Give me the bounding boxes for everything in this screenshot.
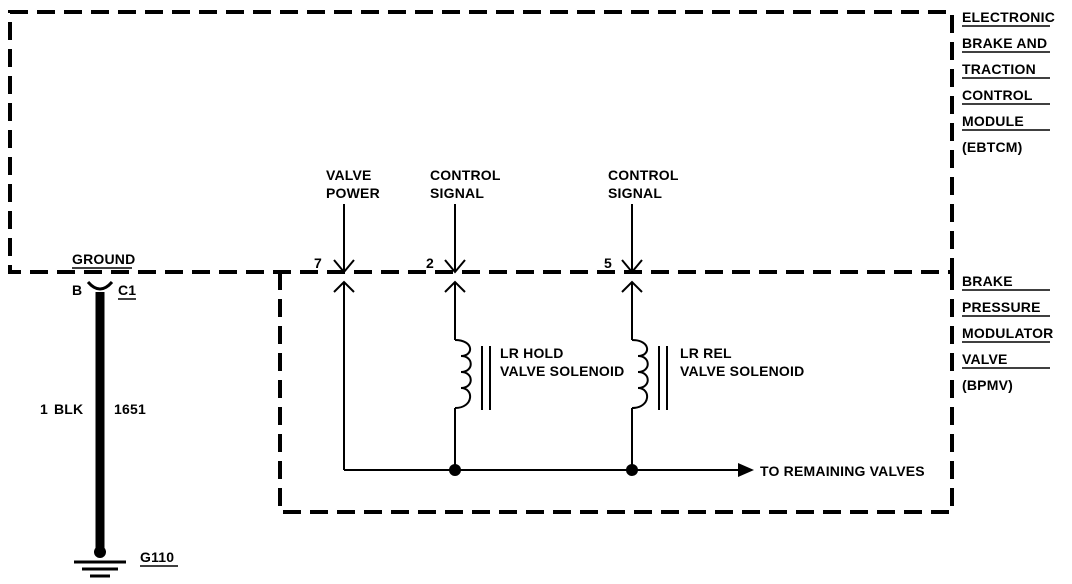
pin-female-terminal — [621, 259, 643, 274]
bpmv-label-line: PRESSURE — [962, 299, 1041, 315]
solenoid-label-line: LR HOLD — [500, 345, 564, 361]
ground-wire-label: 1 BLK 1651 — [40, 401, 146, 417]
pin-female-terminal — [333, 259, 355, 274]
connector-pin-label: B — [72, 282, 82, 298]
connector-pin-symbol — [86, 280, 114, 291]
bpmv-label-line: (BPMV) — [962, 377, 1013, 393]
common-bus: TO REMAINING VALVES — [344, 463, 925, 479]
lr-rel-solenoid-coil — [631, 339, 649, 409]
pin-number: 2 — [426, 255, 434, 271]
remaining-valves-label: TO REMAINING VALVES — [760, 463, 925, 479]
arrow-right-icon — [738, 463, 754, 477]
ground-label: GROUND — [72, 251, 135, 267]
wire-gauge: 1 — [40, 401, 48, 417]
ebtcm-label-line: CONTROL — [962, 87, 1033, 103]
bpmv-label-line: BRAKE — [962, 273, 1013, 289]
ebtcm-label-line: BRAKE AND — [962, 35, 1047, 51]
bpmv-outline — [278, 272, 954, 514]
bpmv-label-line: MODULATOR — [962, 325, 1054, 341]
ebtcm-label: ELECTRONIC BRAKE AND TRACTION CONTROL MO… — [962, 9, 1055, 155]
ebtcm-label-line: TRACTION — [962, 61, 1036, 77]
ground-symbol: G110 — [74, 546, 178, 578]
ebtcm-module-outline — [8, 10, 954, 274]
pin-7-valve-power: VALVE POWER 7 — [314, 167, 380, 470]
pin-female-terminal — [444, 259, 466, 274]
splice-dot — [626, 464, 638, 476]
bpmv-label: BRAKE PRESSURE MODULATOR VALVE (BPMV) — [962, 273, 1054, 393]
wire-color: BLK — [54, 401, 83, 417]
pin-2-control-signal: CONTROL SIGNAL 2 LR HOLD VALVE SOLENOID — [426, 167, 624, 470]
ebtcm-label-line: MODULE — [962, 113, 1024, 129]
solenoid-label-line: VALVE SOLENOID — [680, 363, 804, 379]
pin-label-line: CONTROL — [430, 167, 501, 183]
pin-label-line: POWER — [326, 185, 380, 201]
ebtcm-label-line: (EBTCM) — [962, 139, 1023, 155]
pin-label-line: SIGNAL — [608, 185, 662, 201]
pin-label-line: CONTROL — [608, 167, 679, 183]
splice-dot — [449, 464, 461, 476]
ground-splice-dot — [94, 546, 106, 558]
connector-id-label: C1 — [118, 282, 136, 298]
ground-point-label: G110 — [140, 549, 174, 565]
pin-label-line: VALVE — [326, 167, 372, 183]
solenoid-label-line: VALVE SOLENOID — [500, 363, 624, 379]
lr-hold-solenoid-coil — [454, 339, 472, 409]
pin-label-line: SIGNAL — [430, 185, 484, 201]
ebtcm-label-line: ELECTRONIC — [962, 9, 1055, 25]
wire-circuit-number: 1651 — [114, 401, 146, 417]
pin-5-control-signal: CONTROL SIGNAL 5 LR REL VALVE SOLENOID — [604, 167, 804, 470]
pin-number: 7 — [314, 255, 322, 271]
bpmv-label-line: VALVE — [962, 351, 1008, 367]
pin-number: 5 — [604, 255, 612, 271]
solenoid-label-line: LR REL — [680, 345, 732, 361]
ground-connector: GROUND B C1 — [72, 251, 136, 300]
